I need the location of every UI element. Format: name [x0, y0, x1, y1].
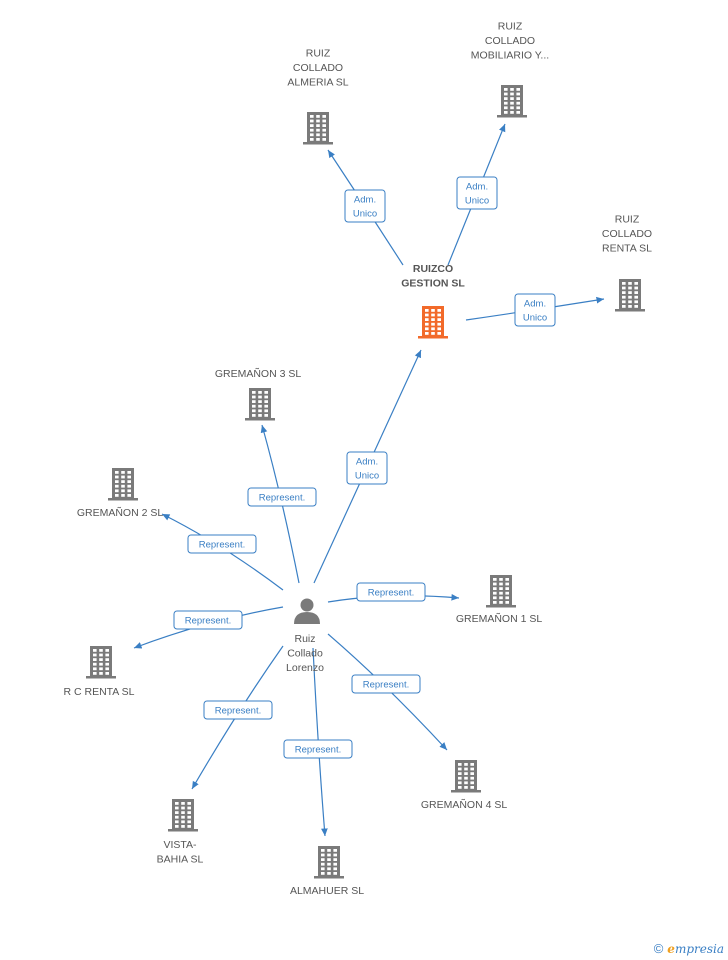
edges-layer: Adm.UnicoAdm.UnicoAdm.UnicoAdm.UnicoRepr…	[133, 123, 605, 837]
edge-person-gremanon2: Represent.	[161, 513, 284, 591]
copyright-symbol: ©	[653, 941, 664, 956]
node-label: RUIZ	[306, 48, 331, 60]
edge-label-text: Represent.	[259, 493, 305, 504]
node-label: RENTA SL	[602, 243, 652, 255]
building-icon[interactable]	[615, 279, 645, 312]
node-gremanon1[interactable]: GREMAÑON 1 SL	[456, 575, 543, 625]
node-label: COLLADO	[293, 62, 343, 74]
edge-person-almahuer: Represent.	[283, 647, 353, 837]
building-icon[interactable]	[486, 575, 516, 608]
building-icon[interactable]	[245, 388, 275, 421]
node-rcrenta[interactable]: R C RENTA SL	[64, 646, 135, 698]
edge-label-text: Represent.	[215, 706, 261, 717]
node-label: GESTION SL	[401, 277, 465, 289]
node-label: MOBILIARIO Y...	[471, 50, 549, 62]
node-vistabahia[interactable]: VISTA- BAHIA SL	[157, 799, 204, 866]
node-gremanon2[interactable]: GREMAÑON 2 SL	[77, 468, 164, 519]
node-almahuer[interactable]: ALMAHUER SL	[290, 846, 364, 897]
building-icon[interactable]	[418, 306, 448, 339]
node-renta[interactable]: RUIZ COLLADO RENTA SL	[602, 214, 652, 312]
node-label: GREMAÑON 2 SL	[77, 506, 164, 519]
edge-person-ruizco: Adm. Unico	[313, 349, 422, 584]
building-icon[interactable]	[86, 646, 116, 679]
node-label: BAHIA SL	[157, 854, 204, 866]
footer-brand: © empresia	[654, 941, 724, 956]
edge-label-box[interactable]	[356, 582, 426, 602]
edge-label-box[interactable]	[283, 739, 353, 759]
edge-label-box[interactable]	[346, 451, 388, 485]
building-icon[interactable]	[108, 468, 138, 501]
edge-label-text: Unico	[355, 471, 379, 482]
node-label: GREMAÑON 3 SL	[215, 367, 302, 380]
brand-logo[interactable]: empresia	[667, 941, 724, 956]
edge-ruizco-almeria: Adm. Unico	[327, 149, 404, 266]
building-icon[interactable]	[451, 760, 481, 793]
edge-label-box[interactable]	[456, 176, 498, 210]
node-label: Lorenzo	[286, 662, 324, 674]
node-label: R C RENTA SL	[64, 686, 135, 698]
node-label: COLLADO	[485, 35, 535, 47]
edge-label-text: Unico	[523, 313, 547, 324]
edge-person-rcrenta: Represent.	[133, 606, 284, 649]
edge-ruizco-renta: Adm. Unico	[465, 293, 605, 327]
node-label: ALMERIA SL	[287, 77, 348, 89]
edge-label-text: Represent.	[199, 540, 245, 551]
node-label: ALMAHUER SL	[290, 885, 364, 897]
node-label: Ruiz	[294, 633, 315, 645]
edge-label-text: Adm.	[466, 182, 488, 193]
node-label: GREMAÑON 4 SL	[421, 798, 508, 811]
node-gremanon3[interactable]: GREMAÑON 3 SL	[215, 367, 302, 421]
node-mobiliario[interactable]: RUIZ COLLADO MOBILIARIO Y...	[471, 21, 549, 118]
edge-label-box[interactable]	[351, 674, 421, 694]
edge-person-gremanon4: Represent.	[327, 633, 448, 751]
node-label: RUIZ	[498, 21, 523, 33]
edge-label-text: Unico	[465, 196, 489, 207]
node-label: Collado	[287, 648, 323, 660]
edge-label-text: Represent.	[363, 680, 409, 691]
edge-label-text: Adm.	[524, 299, 546, 310]
building-icon[interactable]	[303, 112, 333, 145]
edge-label-text: Represent.	[185, 616, 231, 627]
person-icon[interactable]	[294, 598, 320, 625]
building-icon[interactable]	[168, 799, 198, 832]
edge-person-gremanon3: Represent.	[247, 424, 317, 584]
edge-label-box[interactable]	[344, 189, 386, 223]
edge-label-text: Adm.	[354, 195, 376, 206]
edge-label-text: Unico	[353, 209, 377, 220]
node-almeria[interactable]: RUIZ COLLADO ALMERIA SL	[287, 48, 349, 145]
node-gremanon4[interactable]: GREMAÑON 4 SL	[421, 760, 508, 811]
node-label: VISTA-	[163, 839, 197, 851]
edge-label-text: Adm.	[356, 457, 378, 468]
edge-label-box[interactable]	[203, 700, 273, 720]
edge-person-gremanon1: Represent.	[327, 582, 460, 603]
node-label: COLLADO	[602, 228, 652, 240]
building-icon[interactable]	[314, 846, 344, 879]
node-ruizco[interactable]: RUIZCO GESTION SL	[401, 263, 465, 339]
edge-label-box[interactable]	[247, 487, 317, 507]
edge-person-vistabahia: Represent.	[191, 645, 284, 790]
node-label: RUIZCO	[413, 263, 453, 275]
edge-label-box[interactable]	[187, 534, 257, 554]
building-icon[interactable]	[497, 85, 527, 118]
edge-ruizco-mobiliario: Adm. Unico	[447, 123, 506, 266]
edge-label-box[interactable]	[173, 610, 243, 630]
edge-label-box[interactable]	[514, 293, 556, 327]
edge-label-text: Represent.	[368, 588, 414, 599]
node-label: GREMAÑON 1 SL	[456, 612, 543, 625]
node-label: RUIZ	[615, 214, 640, 226]
edge-label-text: Represent.	[295, 745, 341, 756]
